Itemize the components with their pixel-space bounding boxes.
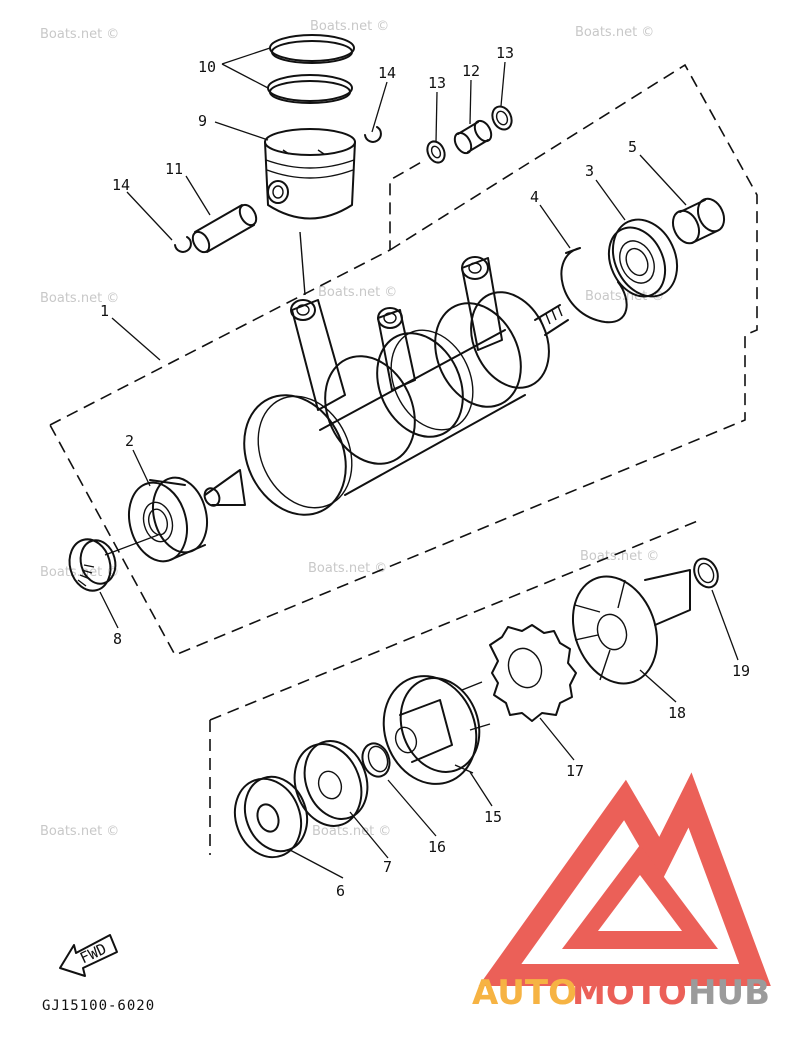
callout-15: 15 — [484, 808, 502, 826]
piston-pin-clip-left — [174, 236, 192, 253]
piston — [264, 128, 356, 220]
diagram-code: GJ15100-6020 — [42, 998, 155, 1014]
bearing-circlip — [560, 247, 628, 324]
forward-direction-arrow: FWD — [59, 934, 118, 977]
logo-word-auto: AUTO — [472, 973, 577, 1013]
logo-word-hub: HUB — [688, 973, 770, 1013]
coupling-collar — [693, 557, 719, 589]
leader-lines — [99, 47, 739, 879]
watermarks: Boats.net © Boats.net © Boats.net © Boat… — [40, 19, 664, 839]
crankshaft-assembly-boundary — [49, 63, 758, 657]
callout-19: 19 — [732, 662, 750, 680]
drive-coupling — [571, 569, 691, 685]
callout-3: 3 — [585, 162, 594, 180]
callout-11: 11 — [165, 160, 183, 178]
callout-6: 6 — [336, 882, 345, 900]
callout-14-left: 14 — [112, 176, 130, 194]
callout-5: 5 — [628, 138, 637, 156]
watermark: Boats.net © — [312, 824, 391, 839]
watermark: Boats.net © — [308, 561, 387, 576]
callout-4: 4 — [530, 188, 539, 206]
logo-word-moto: MOTO — [572, 973, 687, 1013]
watermark: Boats.net © — [318, 285, 397, 300]
callout-7: 7 — [383, 858, 392, 876]
piston-pin — [191, 203, 258, 254]
callout-14-top: 14 — [378, 64, 396, 82]
coupling-hub — [382, 675, 491, 785]
crankshaft — [203, 231, 569, 516]
piston-rings — [267, 34, 355, 104]
watermark: Boats.net © — [580, 549, 659, 564]
o-ring — [361, 742, 391, 778]
small-end-washer-left — [426, 140, 446, 164]
crankshaft-oil-seal — [68, 534, 159, 592]
callout-1: 1 — [100, 302, 109, 320]
callout-labels: 10 14 13 12 13 9 11 14 4 3 5 1 2 8 19 18… — [100, 44, 750, 900]
callout-10: 10 — [198, 58, 216, 76]
thrust-washer — [293, 740, 369, 827]
automotohub-logo: AUTO MOTO HUB — [472, 772, 771, 1013]
callout-9: 9 — [198, 112, 207, 130]
main-bearing-right — [607, 218, 679, 298]
callout-13-right: 13 — [496, 44, 514, 62]
piston-pin-clip-right — [364, 126, 382, 143]
callout-12: 12 — [462, 62, 480, 80]
fwd-label: FWD — [77, 940, 109, 968]
watermark: Boats.net © — [40, 824, 119, 839]
logo-triangle-outer — [478, 772, 771, 986]
callout-18: 18 — [668, 704, 686, 722]
watermark: Boats.net © — [40, 291, 119, 306]
rubber-damper — [489, 624, 577, 722]
main-bearing-left — [128, 476, 208, 563]
callout-8: 8 — [113, 630, 122, 648]
watermark: Boats.net © — [40, 565, 119, 580]
callout-17: 17 — [566, 762, 584, 780]
small-end-washer-right — [491, 105, 513, 131]
watermark: Boats.net © — [40, 27, 119, 42]
callout-16: 16 — [428, 838, 446, 856]
logo-triangle-inner — [562, 845, 718, 949]
callout-13-left: 13 — [428, 74, 446, 92]
callout-2: 2 — [125, 432, 134, 450]
watermark: Boats.net © — [310, 19, 389, 34]
pump-assembly-boundary — [209, 519, 701, 855]
oil-seal-ring — [671, 197, 726, 245]
coupling-seal-plate — [233, 775, 309, 859]
watermark: Boats.net © — [575, 25, 654, 40]
small-end-bearing — [453, 119, 493, 155]
